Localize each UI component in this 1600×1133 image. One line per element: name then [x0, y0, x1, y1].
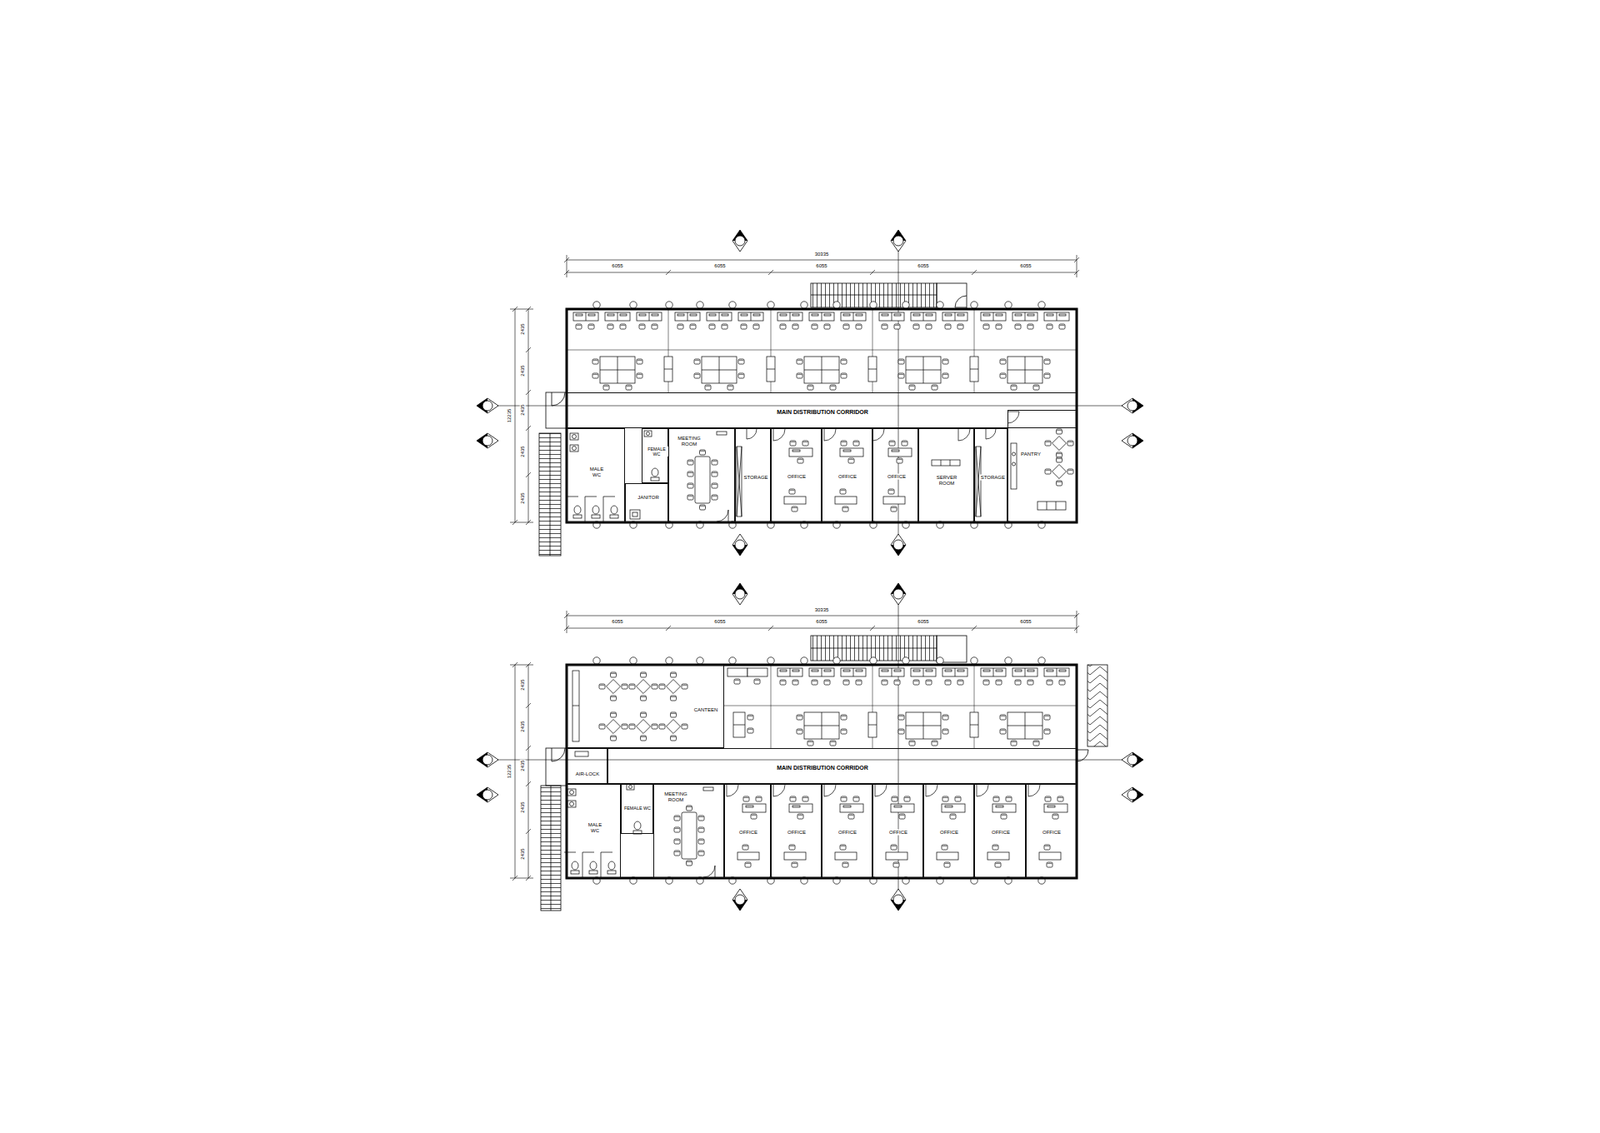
room-outline: MEETING ROOM — [653, 784, 725, 879]
dimension-label: 6055 — [1019, 263, 1032, 270]
dimension-lines — [510, 255, 1080, 525]
dimension-label: 2435 — [520, 720, 526, 733]
room-outline: OFFICE — [872, 428, 919, 523]
room-outline: OFFICE — [770, 428, 822, 523]
room-label: MALE WC — [584, 822, 606, 835]
room-outline: MAIN DISTRIBUTION CORRIDOR — [607, 748, 1077, 785]
dimension-label: 6055 — [713, 263, 726, 270]
dimension-label: 30335 — [814, 251, 830, 258]
outer-wall — [566, 665, 1077, 879]
room-label: CANTEEN — [693, 707, 720, 714]
room-outline: STORAGE — [974, 428, 1008, 523]
room-label: OFFICE — [786, 474, 807, 480]
dimension-label: 30335 — [814, 607, 830, 614]
dimension-label: 2435 — [520, 364, 526, 377]
dimension-label: 6055 — [713, 619, 726, 625]
room-label: OFFICE — [786, 830, 807, 836]
room-outline: MEETING ROOM — [668, 428, 735, 523]
open-office-furniture — [566, 309, 1077, 393]
room-outline: MAIN DISTRIBUTION CORRIDOR — [566, 392, 1077, 429]
dimension-label: 2435 — [520, 491, 526, 505]
dimension-label: 2435 — [520, 800, 526, 814]
room-furniture — [566, 411, 1074, 523]
room-label: SERVER ROOM — [931, 475, 962, 487]
dimension-label: 6055 — [610, 263, 624, 270]
dimension-label: 6055 — [815, 619, 828, 625]
room-outline: OFFICE — [724, 784, 771, 879]
room-outline: OFFICE — [821, 428, 873, 523]
dimension-label: 6055 — [610, 619, 624, 625]
room-label: MAIN DISTRIBUTION CORRIDOR — [775, 409, 870, 416]
room-label: STORAGE — [742, 475, 769, 481]
dimension-label: 6055 — [1019, 619, 1032, 625]
section-lines — [487, 240, 1133, 545]
room-outline: FEMALE WC — [620, 784, 654, 835]
room-label: PANTRY — [1020, 451, 1042, 458]
dimension-label: 2435 — [520, 759, 526, 772]
dimension-label: 12235 — [506, 408, 513, 425]
dimension-label: 2435 — [520, 445, 526, 458]
room-label: MEETING ROOM — [660, 791, 692, 804]
room-outline: OFFICE — [770, 784, 822, 879]
room-label: STORAGE — [980, 475, 1006, 481]
room-label: FEMALE WC — [643, 446, 670, 457]
room-label: OFFICE — [837, 830, 858, 836]
section-lines — [487, 594, 1133, 900]
dimension-label: 6055 — [916, 263, 930, 270]
room-furniture — [564, 670, 1068, 879]
room-label: OFFICE — [1041, 830, 1062, 836]
dimension-label: 2435 — [520, 678, 526, 691]
room-outline: OFFICE — [1025, 784, 1077, 879]
room-label: OFFICE — [888, 830, 909, 836]
room-outline: SERVER ROOM — [918, 428, 975, 523]
room-outline: FEMALE WC — [641, 428, 669, 484]
section-markers — [476, 230, 1144, 556]
room-outline: STORAGE — [735, 428, 771, 523]
room-outline: CANTEEN — [566, 665, 725, 749]
room-label: MAIN DISTRIBUTION CORRIDOR — [775, 765, 870, 772]
outer-wall — [566, 309, 1077, 523]
dimension-label: 12235 — [506, 764, 513, 780]
room-label: JANITOR — [636, 495, 660, 501]
open-office-furniture — [724, 665, 1077, 749]
room-label: OFFICE — [738, 830, 759, 836]
dimension-label: 2435 — [520, 322, 526, 335]
room-outline: JANITOR — [625, 483, 669, 523]
room-outline: MALE WC — [566, 784, 621, 879]
room-label: OFFICE — [939, 830, 960, 836]
room-label: OFFICE — [837, 474, 858, 480]
dimension-label: 6055 — [916, 619, 930, 625]
room-outline: OFFICE — [821, 784, 873, 879]
room-outline: OFFICE — [923, 784, 975, 879]
grid-bubbles — [593, 301, 1045, 309]
dimension-label: 2435 — [520, 403, 526, 416]
room-label: AIR-LOCK — [575, 771, 600, 778]
room-label: FEMALE WC — [623, 805, 652, 811]
section-markers — [476, 583, 1144, 911]
stairs — [539, 283, 967, 556]
room-outline: PANTRY — [1007, 410, 1077, 523]
dimension-lines — [510, 610, 1080, 881]
room-outline: MALE WC — [566, 428, 625, 523]
grid-bubbles — [593, 657, 1045, 665]
room-label: MALE WC — [585, 466, 608, 479]
dimension-label: 2435 — [520, 847, 526, 860]
stairs — [540, 635, 1108, 911]
room-outline: OFFICE — [872, 784, 924, 879]
room-label: OFFICE — [886, 474, 907, 480]
dimension-label: 6055 — [815, 263, 828, 270]
room-outline: OFFICE — [974, 784, 1026, 879]
room-outline: AIR-LOCK — [566, 748, 608, 785]
room-label: OFFICE — [990, 830, 1011, 836]
room-label: MEETING ROOM — [673, 435, 705, 448]
